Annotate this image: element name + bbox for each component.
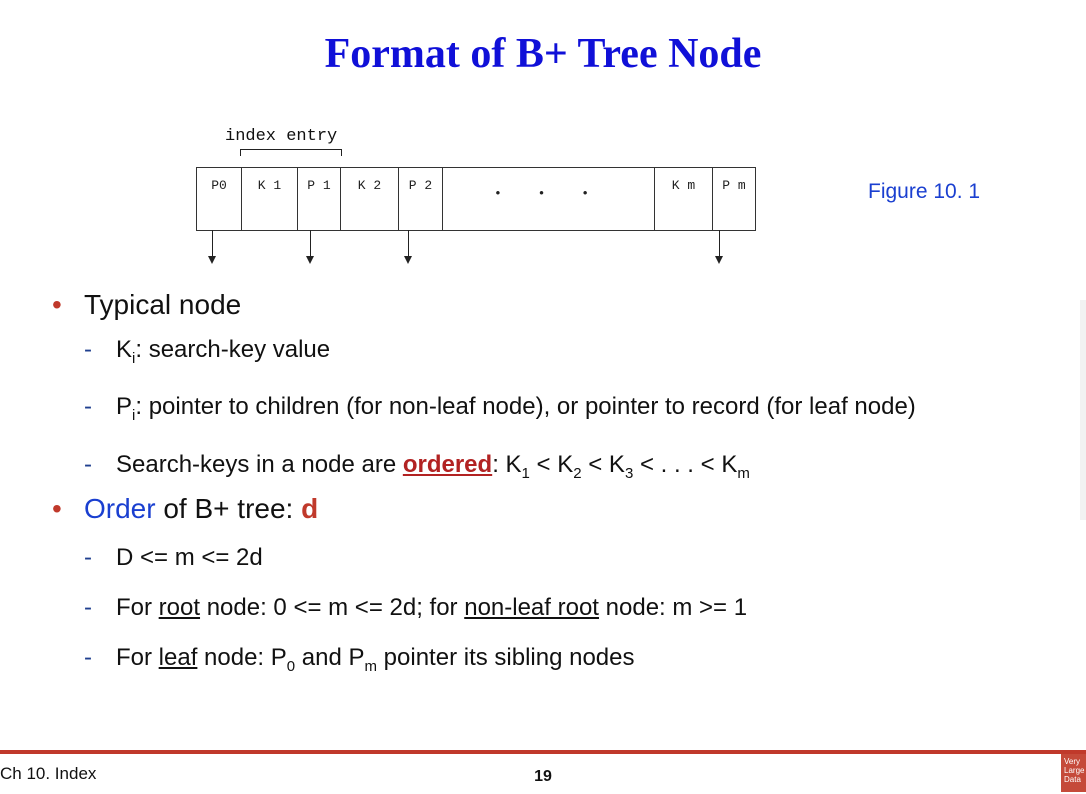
cell-p0: P0 bbox=[197, 168, 242, 230]
bullet-typical-node: •Typical node bbox=[52, 289, 242, 320]
pointer-arrow-pm bbox=[715, 230, 723, 264]
sub-search-keys: -Search-keys in a node are ordered: K1 <… bbox=[84, 450, 750, 482]
cell-ellipsis: • • • bbox=[443, 168, 655, 230]
cell-k1: K 1 bbox=[242, 168, 298, 230]
pointer-arrow-p1 bbox=[306, 230, 314, 264]
edge-scroll-strip bbox=[1080, 300, 1086, 520]
slide-content: •Typical node -Ki: search-key value -Pi:… bbox=[50, 285, 1040, 683]
ordered-emphasis: ordered bbox=[402, 450, 493, 478]
sub-ki: -Ki: search-key value bbox=[84, 336, 331, 367]
pointer-arrow-p0 bbox=[208, 230, 216, 264]
cell-k2: K 2 bbox=[341, 168, 399, 230]
cell-p1: P 1 bbox=[298, 168, 341, 230]
figure-caption: Figure 10. 1 bbox=[868, 180, 981, 203]
chapter-label: Ch 10. Index bbox=[0, 764, 97, 783]
cell-pm: P m bbox=[722, 178, 746, 193]
sub-range: -D <= m <= 2d bbox=[84, 544, 263, 572]
bullet-order: •Order of B+ tree: d bbox=[52, 493, 319, 525]
bplus-node-diagram: index entry P0 K 1 P 1 K 2 P 2 • • • K m… bbox=[195, 122, 756, 272]
page-number: 19 bbox=[534, 768, 552, 785]
sub-root-node: -For root node: 0 <= m <= 2d; for non-le… bbox=[84, 594, 748, 622]
cell-p2: P 2 bbox=[399, 168, 443, 230]
index-entry-label: index entry bbox=[225, 127, 338, 146]
footer-divider bbox=[0, 750, 1086, 754]
slide-title: Format of B+ Tree Node bbox=[324, 31, 762, 77]
node-cells: P0 K 1 P 1 K 2 P 2 • • • K m P m bbox=[196, 167, 756, 231]
vldb-logo-icon: Very Large Data bbox=[1061, 754, 1086, 792]
sub-leaf-node: -For leaf node: P0 and Pm pointer its si… bbox=[84, 644, 635, 676]
index-entry-bracket bbox=[240, 149, 342, 156]
cell-km: K m bbox=[655, 168, 713, 230]
sub-pi: -Pi: pointer to children (for non-leaf n… bbox=[84, 392, 916, 424]
pointer-arrow-p2 bbox=[404, 230, 412, 264]
